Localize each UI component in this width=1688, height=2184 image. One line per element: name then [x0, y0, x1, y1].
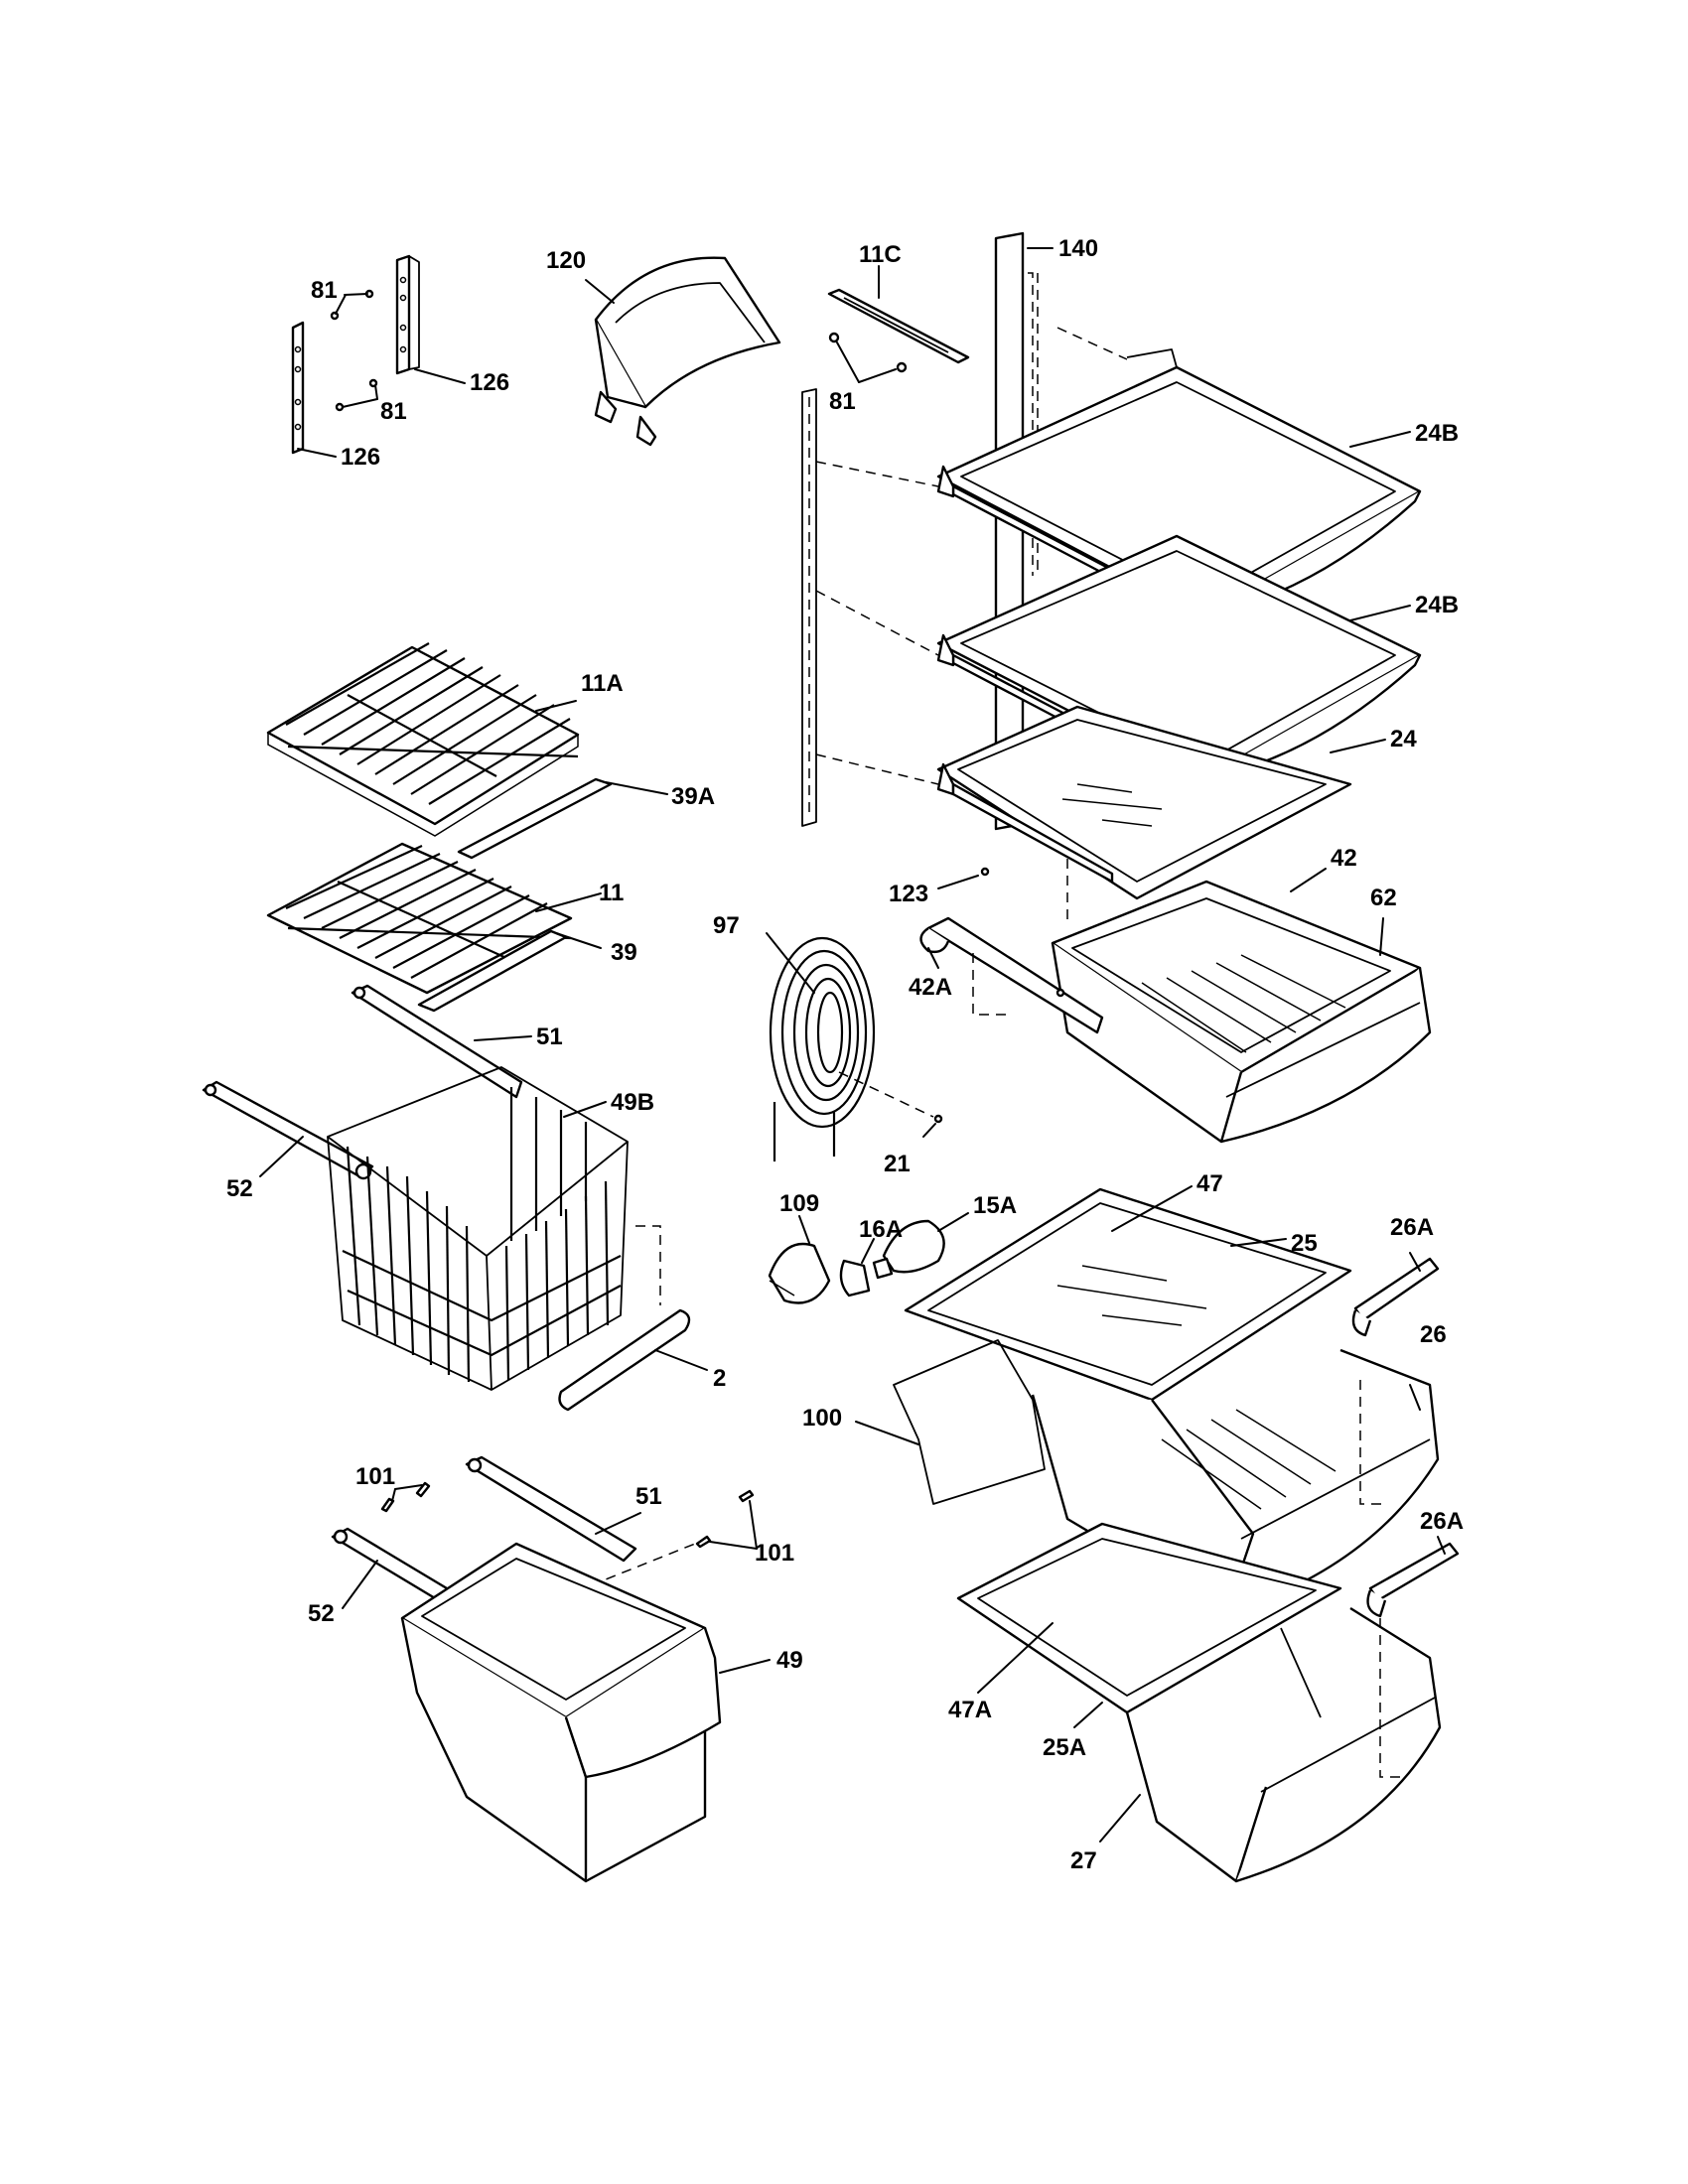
- label-11: 11: [599, 880, 624, 906]
- label-81: 81: [829, 388, 856, 415]
- crisper-drawer-62: [1051, 880, 1432, 1144]
- label-24: 24: [1390, 726, 1417, 752]
- dotted-strip-81: [801, 388, 817, 827]
- part-2-tube: [558, 1308, 691, 1412]
- rail-51-top: [351, 984, 523, 1099]
- label-126: 126: [341, 444, 380, 471]
- label-47a: 47A: [948, 1697, 992, 1723]
- label-81: 81: [380, 398, 407, 425]
- part-97-coil: [769, 936, 876, 1161]
- label-49b: 49B: [611, 1089, 654, 1116]
- shelf-25a-glass-47a: [956, 1522, 1342, 1714]
- label-26: 26: [1420, 1321, 1447, 1348]
- part-11c-rail: [827, 288, 970, 373]
- wire-shelf-11: [266, 842, 573, 995]
- label-26a: 26A: [1420, 1508, 1464, 1535]
- screws-81: [330, 289, 378, 412]
- trim-39a: [457, 777, 613, 860]
- label-15a: 15A: [973, 1192, 1017, 1219]
- bracket-26a-top: [1351, 1257, 1440, 1337]
- label-97: 97: [713, 912, 740, 939]
- label-42a: 42A: [909, 974, 952, 1001]
- label-25a: 25A: [1043, 1734, 1086, 1761]
- label-140: 140: [1058, 235, 1098, 262]
- label-123: 123: [889, 881, 928, 907]
- label-11c: 11C: [859, 241, 902, 268]
- part-15a-bulb: [872, 1219, 945, 1280]
- label-51: 51: [536, 1024, 563, 1050]
- bin-49: [400, 1542, 722, 1883]
- label-39a: 39A: [671, 783, 715, 810]
- part-16a-socket: [839, 1259, 871, 1297]
- crisper-drawer-27: [1125, 1606, 1442, 1883]
- label-39: 39: [611, 939, 637, 966]
- label-62: 62: [1370, 885, 1397, 911]
- panel-100: [893, 1339, 1046, 1505]
- label-24b: 24B: [1415, 592, 1459, 618]
- rail-51-bottom: [465, 1455, 637, 1563]
- rail-42a: [919, 916, 1104, 1034]
- label-51: 51: [635, 1483, 662, 1510]
- label-42: 42: [1331, 845, 1357, 872]
- label-21: 21: [884, 1151, 911, 1177]
- label-47: 47: [1196, 1170, 1223, 1197]
- bracket-26a-bottom: [1366, 1542, 1460, 1618]
- label-52: 52: [226, 1175, 253, 1202]
- label-27: 27: [1070, 1847, 1097, 1874]
- screw-21: [933, 1114, 943, 1124]
- label-100: 100: [802, 1405, 842, 1432]
- wire-basket-49b: [327, 1066, 629, 1391]
- label-24b: 24B: [1415, 420, 1459, 447]
- label-101: 101: [755, 1540, 794, 1567]
- label-49: 49: [776, 1647, 803, 1674]
- screw-123: [980, 867, 990, 877]
- label-26a: 26A: [1390, 1214, 1434, 1241]
- label-11a: 11A: [581, 670, 624, 697]
- shelf-24-bottom: [936, 705, 1352, 900]
- label-16a: 16A: [859, 1216, 903, 1243]
- part-109-housing: [768, 1242, 831, 1304]
- label-126: 126: [470, 369, 509, 396]
- label-109: 109: [779, 1190, 819, 1217]
- label-2: 2: [713, 1365, 726, 1392]
- label-120: 120: [546, 247, 586, 274]
- label-25: 25: [1291, 1230, 1318, 1257]
- part-120-bin: [594, 256, 781, 447]
- label-101: 101: [355, 1463, 395, 1490]
- bracket-126-left: [291, 321, 305, 455]
- rail-52-top: [202, 1080, 374, 1180]
- label-81: 81: [311, 277, 338, 304]
- label-52: 52: [308, 1600, 335, 1627]
- shelf-25-glass-47: [904, 1187, 1352, 1402]
- wire-shelf-11a: [266, 642, 580, 837]
- bracket-126-right: [395, 254, 420, 375]
